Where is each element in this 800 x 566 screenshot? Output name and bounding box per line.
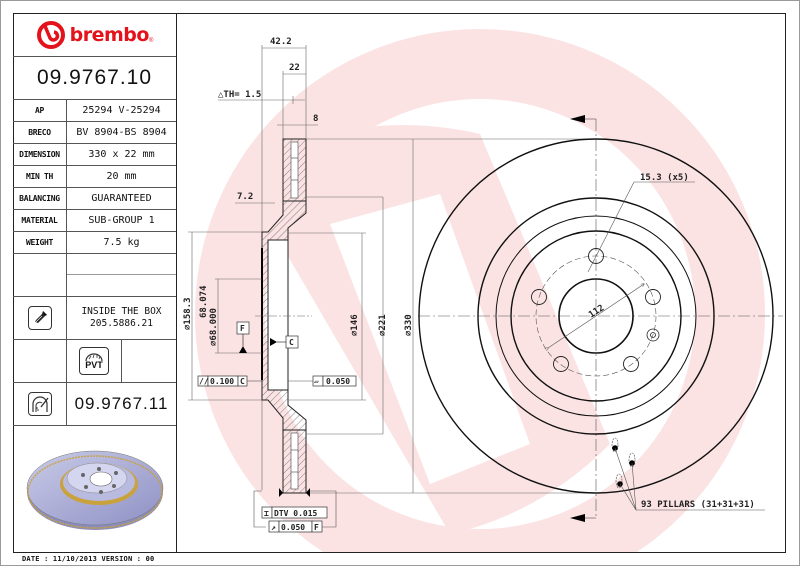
pvt-row: PVT bbox=[13, 340, 176, 383]
spec-row-material: MATERIAL SUB-GROUP 1 bbox=[13, 210, 176, 232]
svg-text:DTV 0.015: DTV 0.015 bbox=[274, 509, 318, 518]
datum-f: F bbox=[240, 324, 245, 333]
svg-text:0.050: 0.050 bbox=[281, 523, 305, 532]
parallelism-tolerance: // 0.100 C bbox=[197, 375, 262, 387]
part-number-row: 09.9767.10 bbox=[13, 57, 176, 100]
divider bbox=[67, 274, 176, 275]
dim-bore-min: ⌀68.000 bbox=[209, 308, 219, 346]
pvt-cell: PVT bbox=[67, 340, 122, 382]
disc-with-sensor-icon bbox=[27, 392, 52, 416]
svg-text:⌶: ⌶ bbox=[264, 509, 269, 518]
info-table: brembo ® 09.9767.10 AP 25294 V-25294 BRE… bbox=[13, 13, 177, 553]
spec-label: MATERIAL bbox=[13, 210, 67, 231]
spec-label: AP bbox=[13, 100, 67, 121]
inside-box-line1: INSIDE THE BOX bbox=[81, 306, 162, 317]
pillars-label: 93 PILLARS (31+31+31) bbox=[641, 500, 755, 510]
spec-value: BV 8904-BS 8904 bbox=[76, 127, 167, 138]
registered-mark: ® bbox=[148, 37, 154, 44]
spec-value: SUB-GROUP 1 bbox=[88, 215, 155, 226]
pcd-label: 112 bbox=[587, 303, 606, 320]
spec-row-min-th: MIN TH 20 mm bbox=[13, 166, 176, 188]
svg-text:F: F bbox=[314, 523, 319, 532]
empty-cell bbox=[13, 340, 67, 382]
screw-icon bbox=[27, 306, 52, 330]
dim-delta-th: △TH= 1.5 bbox=[218, 90, 261, 100]
dim-bore-max: 68.074 bbox=[199, 285, 209, 318]
spec-row-weight: WEIGHT 7.5 kg bbox=[13, 232, 176, 254]
screw-cell bbox=[13, 297, 67, 339]
spec-label: BRECO bbox=[13, 122, 67, 143]
spec-label: BALANCING bbox=[13, 188, 67, 209]
dim-vent: 8 bbox=[313, 114, 318, 124]
dim-thickness: 22 bbox=[289, 63, 300, 73]
svg-text:0.050: 0.050 bbox=[326, 377, 350, 386]
spec-label: DIMENSION bbox=[13, 144, 67, 165]
pvt-label: PVT bbox=[85, 359, 103, 370]
dim-d158: ⌀158.3 bbox=[183, 297, 193, 330]
dim-total-height: 42.2 bbox=[270, 37, 292, 47]
spec-row-balancing: BALANCING GUARANTEED bbox=[13, 188, 176, 210]
alt-part-icon-cell bbox=[13, 383, 67, 425]
inside-box-line2: 205.5886.21 bbox=[90, 318, 153, 329]
part-number: 09.9767.10 bbox=[36, 66, 153, 89]
empty-cell bbox=[13, 254, 67, 296]
svg-text:↗: ↗ bbox=[271, 523, 276, 532]
front-view: 15.3 (x5) 112 93 PILLARS (31+31+31) bbox=[418, 115, 783, 522]
alt-part-row: 09.9767.11 bbox=[13, 383, 176, 426]
dim-d221: ⌀221 bbox=[378, 314, 388, 336]
spec-label: WEIGHT bbox=[13, 232, 67, 253]
spec-label: MIN TH bbox=[13, 166, 67, 187]
alt-part-number: 09.9767.11 bbox=[74, 394, 169, 413]
dim-d146: ⌀146 bbox=[350, 314, 360, 336]
pvt-icon: PVT bbox=[79, 347, 109, 375]
date-version: DATE : 11/10/2013 VERSION : 00 bbox=[22, 555, 155, 563]
datum-c: C bbox=[289, 338, 294, 347]
spec-value: 330 x 22 mm bbox=[88, 149, 155, 160]
logo-row: brembo ® bbox=[13, 13, 176, 57]
dtv-tolerance: ⌶ DTV 0.015 bbox=[261, 506, 328, 519]
empty-row bbox=[13, 254, 176, 297]
svg-text:▱: ▱ bbox=[314, 377, 319, 386]
brembo-logo-icon bbox=[36, 20, 65, 49]
spec-value: 25294 V-25294 bbox=[82, 105, 161, 116]
dim-d330: ⌀330 bbox=[404, 314, 414, 336]
spec-value: 20 mm bbox=[106, 171, 137, 182]
bolt-hole-label: 15.3 (x5) bbox=[640, 173, 689, 183]
runout-tolerance: ↗ 0.050 F bbox=[268, 520, 323, 533]
brand-name: brembo bbox=[69, 23, 150, 46]
disc-render-cell bbox=[13, 426, 176, 552]
locating-hole bbox=[646, 328, 660, 342]
svg-text://: // bbox=[199, 377, 209, 386]
spec-row-ap: AP 25294 V-25294 bbox=[13, 100, 176, 122]
inside-box-row: INSIDE THE BOX 205.5886.21 bbox=[13, 297, 176, 340]
flatness-tolerance: ▱ 0.050 bbox=[288, 375, 357, 387]
spec-row-breco: BRECO BV 8904-BS 8904 bbox=[13, 122, 176, 144]
spec-value: 7.5 kg bbox=[103, 237, 140, 248]
section-view: 42.2 22 △TH= 1.5 8 7.2 bbox=[183, 37, 596, 533]
dim-hat-wall: 7.2 bbox=[237, 192, 253, 202]
spec-row-dimension: DIMENSION 330 x 22 mm bbox=[13, 144, 176, 166]
svg-text:0.100: 0.100 bbox=[210, 377, 234, 386]
disc-3d-render bbox=[26, 450, 164, 530]
drawing-frame bbox=[13, 13, 786, 553]
svg-text:C: C bbox=[240, 377, 245, 386]
pillars bbox=[611, 437, 765, 511]
spec-value: GUARANTEED bbox=[91, 193, 152, 204]
